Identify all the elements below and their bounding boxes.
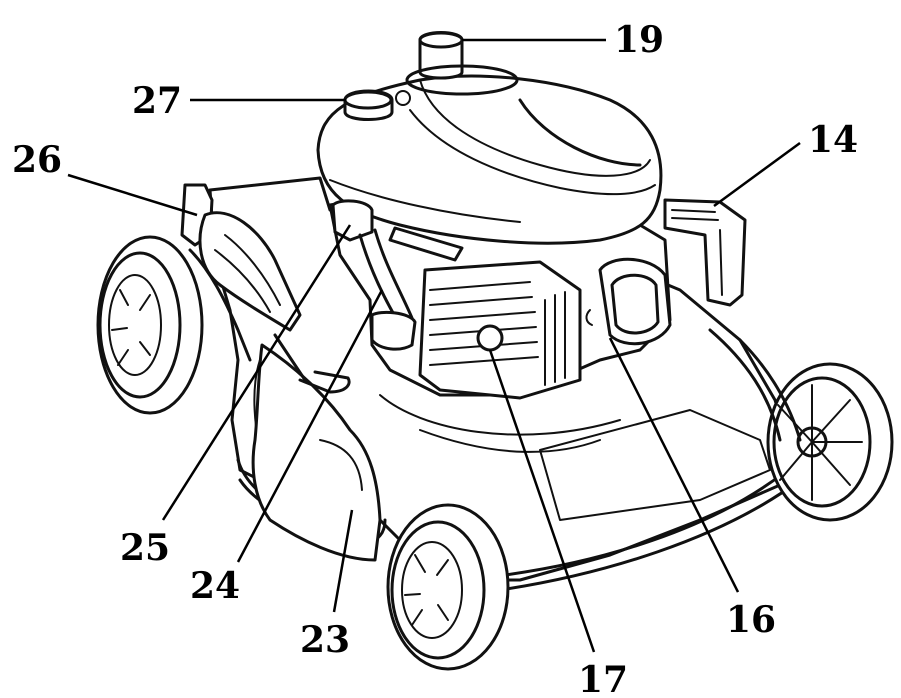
callout-27: 27 [132, 80, 182, 122]
side-discharge-chute [251, 343, 382, 562]
leader-23 [332, 509, 354, 613]
fuel-cap [405, 31, 519, 96]
callout-17: 17 [578, 659, 628, 698]
height-adjust-lever [298, 370, 351, 394]
callout-14: 14 [808, 119, 858, 161]
callout-26: 26 [12, 139, 62, 181]
front-left-wheel [386, 503, 510, 671]
muffler [585, 257, 672, 346]
leader-14 [713, 141, 801, 208]
rear-shield [198, 211, 302, 332]
leader-26 [67, 173, 198, 217]
leader-16 [608, 337, 740, 593]
leader-17 [488, 349, 596, 653]
callout-labels: 19 27 26 14 25 24 23 17 16 [12, 19, 858, 698]
rear-left-wheel [96, 235, 204, 415]
starter-handle [663, 198, 747, 307]
primer-bulb [343, 89, 411, 121]
callout-16: 16 [726, 599, 776, 641]
leader-lines [67, 38, 801, 653]
leader-25 [161, 224, 352, 521]
air-filter [418, 260, 582, 400]
callout-24: 24 [190, 565, 240, 607]
throttle-lever [331, 199, 417, 351]
lawn-mower-illustration [96, 31, 894, 671]
leader-24 [236, 289, 384, 563]
callout-19: 19 [614, 19, 664, 61]
callout-25: 25 [120, 527, 170, 569]
front-right-wheel [708, 328, 894, 522]
callout-23: 23 [300, 619, 350, 661]
